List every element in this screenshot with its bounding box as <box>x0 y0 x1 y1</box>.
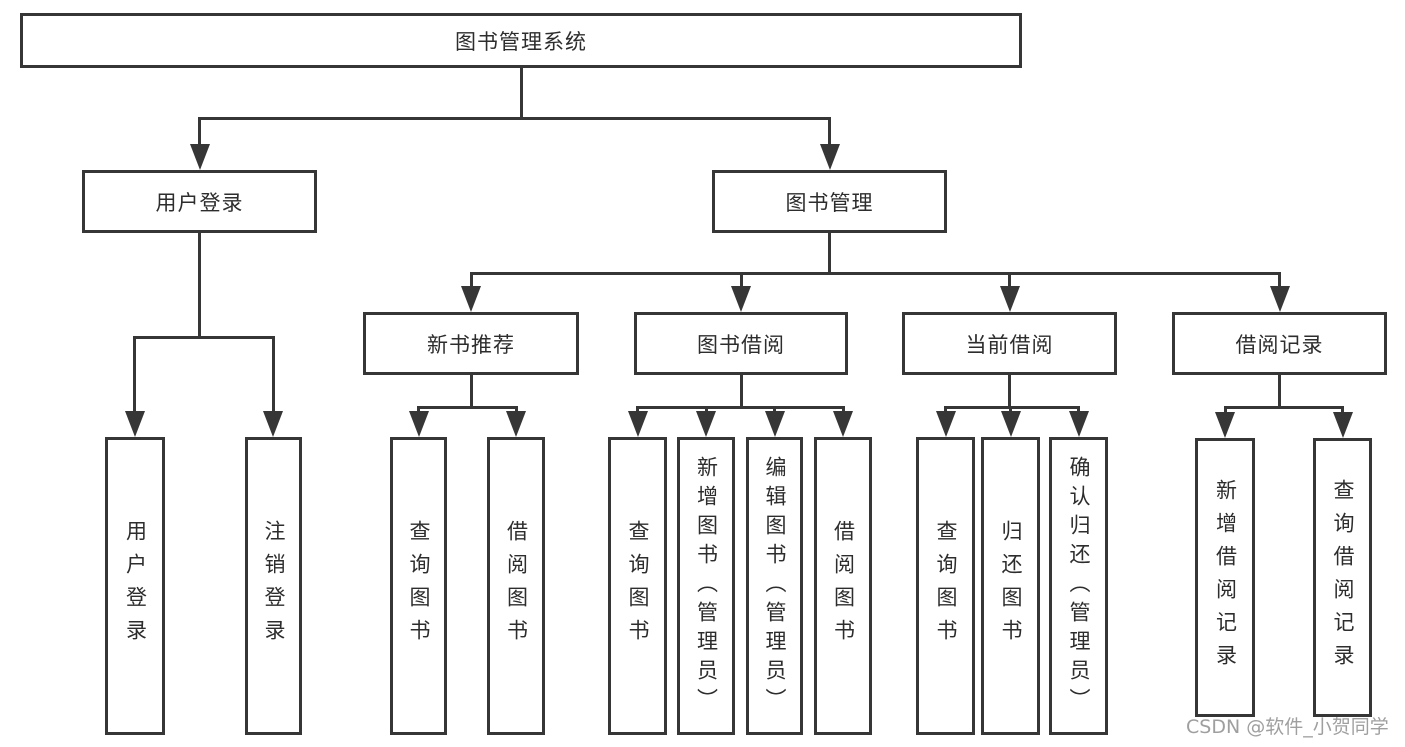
node-label: 当前借阅 <box>965 332 1054 357</box>
connector-line <box>1224 406 1344 409</box>
node-label: 查询图书 <box>626 520 650 652</box>
arrowhead <box>125 411 145 437</box>
node-book-management: 图书管理 <box>712 170 947 233</box>
leaf-confirm-return-admin: 确认归还（管理员） <box>1049 437 1108 735</box>
leaf-add-borrow-record: 新增借阅记录 <box>1195 438 1255 717</box>
leaf-query-borrow-record: 查询借阅记录 <box>1313 438 1372 717</box>
arrowhead <box>1001 411 1021 437</box>
connector-line <box>515 406 518 414</box>
arrowhead <box>936 411 956 437</box>
connector-line <box>828 117 831 147</box>
node-label: 查询图书 <box>934 520 958 652</box>
arrowhead <box>1333 412 1353 438</box>
leaf-add-books-admin: 新增图书（管理员） <box>677 437 735 735</box>
node-borrow-records: 借阅记录 <box>1172 312 1387 375</box>
arrowhead <box>506 411 526 437</box>
arrowhead <box>1000 286 1020 312</box>
leaf-borrow-books-recommend: 借阅图书 <box>487 437 545 735</box>
arrowhead <box>409 411 429 437</box>
connector-line <box>1278 272 1281 288</box>
node-label: 用户登录 <box>155 190 244 215</box>
leaf-query-books-borrow: 查询图书 <box>608 437 667 735</box>
connector-line <box>1009 406 1012 414</box>
connector-line <box>470 272 473 288</box>
node-label: 注销登录 <box>262 520 286 652</box>
leaf-user-login: 用户登录 <box>105 437 165 735</box>
arrowhead <box>1069 411 1089 437</box>
node-label: 新增图书（管理员） <box>694 455 719 717</box>
node-label: 借阅图书 <box>504 520 529 652</box>
leaf-edit-books-admin: 编辑图书（管理员） <box>746 437 803 735</box>
arrowhead <box>628 411 648 437</box>
node-new-book-recommend: 新书推荐 <box>363 312 579 375</box>
connector-line <box>1341 406 1344 414</box>
connector-line <box>272 336 275 414</box>
arrowhead <box>263 411 283 437</box>
connector-line <box>133 336 275 339</box>
connector-line <box>705 406 708 414</box>
connector-line <box>1077 406 1080 414</box>
connector-line <box>198 117 831 120</box>
leaf-return-books: 归还图书 <box>981 437 1040 735</box>
node-label: 查询图书 <box>407 520 431 652</box>
connector-line <box>198 117 201 147</box>
connector-line <box>828 233 831 275</box>
node-library-system: 图书管理系统 <box>20 13 1022 68</box>
connector-line <box>944 406 1080 409</box>
connector-line <box>198 233 201 339</box>
arrowhead <box>833 411 853 437</box>
node-user-login: 用户登录 <box>82 170 317 233</box>
node-label: 查询借阅记录 <box>1331 478 1355 677</box>
node-label: 归还图书 <box>999 520 1023 652</box>
node-current-borrow: 当前借阅 <box>902 312 1117 375</box>
arrowhead <box>190 144 210 170</box>
leaf-query-books-recommend: 查询图书 <box>390 437 447 735</box>
connector-line <box>773 406 776 414</box>
node-label: 借阅图书 <box>831 520 856 652</box>
connector-line <box>417 406 420 414</box>
connector-line <box>1008 272 1011 288</box>
connector-line <box>417 406 518 409</box>
csdn-watermark: CSDN @软件_小贺同学 <box>1186 716 1389 738</box>
leaf-logout-login: 注销登录 <box>245 437 302 735</box>
arrowhead <box>765 411 785 437</box>
arrowhead <box>461 286 481 312</box>
node-label: 用户登录 <box>123 520 148 652</box>
connector-line <box>1278 375 1281 409</box>
arrowhead <box>1215 412 1235 438</box>
arrowhead <box>1270 286 1290 312</box>
arrowhead <box>731 286 751 312</box>
leaf-borrow-books: 借阅图书 <box>814 437 872 735</box>
arrowhead <box>820 144 840 170</box>
node-label: 新书推荐 <box>427 332 515 357</box>
connector-line <box>133 336 136 414</box>
connector-line <box>636 406 845 409</box>
connector-line <box>1008 375 1011 409</box>
connector-line <box>842 406 845 414</box>
node-label: 确认归还（管理员） <box>1067 455 1091 717</box>
connector-line <box>740 375 743 409</box>
node-label: 借阅记录 <box>1235 332 1324 357</box>
node-label: 图书借阅 <box>697 332 785 357</box>
node-book-borrow: 图书借阅 <box>634 312 848 375</box>
connector-line <box>944 406 947 414</box>
node-label: 图书管理 <box>785 190 874 215</box>
connector-line <box>520 68 523 117</box>
connector-line <box>636 406 639 414</box>
connector-line <box>1224 406 1227 414</box>
node-label: 图书管理系统 <box>455 29 587 54</box>
connector-line <box>740 272 743 288</box>
arrowhead <box>696 411 716 437</box>
node-label: 编辑图书（管理员） <box>763 455 787 717</box>
node-label: 新增借阅记录 <box>1213 478 1238 677</box>
leaf-query-books-current: 查询图书 <box>916 437 975 735</box>
connector-line <box>470 272 1281 275</box>
connector-line <box>470 375 473 409</box>
